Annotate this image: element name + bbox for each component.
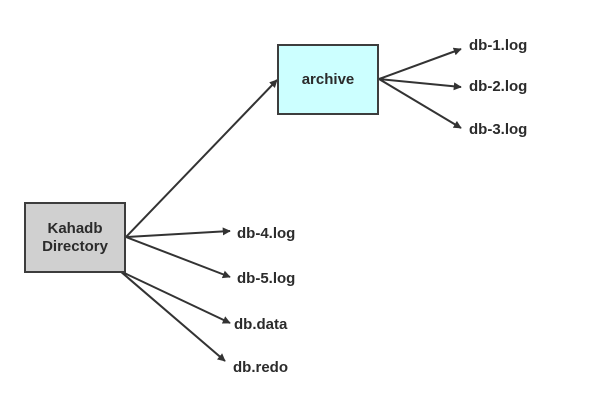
edge-archive-to-db2 — [378, 78, 462, 91]
archive-node: archive — [277, 44, 379, 115]
file-db-data: db.data — [234, 316, 288, 333]
edge-root-to-redo — [119, 270, 226, 362]
kahadb-directory-label-line1: Kahadb — [47, 219, 103, 237]
kahadb-directory-label-line2: Directory — [42, 237, 108, 255]
edge-root-to-archive — [125, 79, 278, 238]
kahadb-directory-label: Kahadb Directory — [42, 220, 108, 256]
file-db-3-log: db-3.log — [469, 121, 528, 138]
archive-label: archive — [301, 70, 355, 88]
edge-root-to-db4 — [125, 227, 231, 238]
edge-archive-to-db1 — [378, 47, 462, 80]
file-db-5-log: db-5.log — [237, 270, 296, 287]
file-db-2-log: db-2.log — [469, 78, 528, 95]
file-db-1-log: db-1.log — [469, 37, 528, 54]
edge-root-to-db5 — [125, 236, 231, 279]
file-db-4-log: db-4.log — [237, 225, 296, 242]
file-db-redo: db.redo — [233, 359, 288, 376]
edge-archive-to-db3 — [378, 78, 462, 129]
edge-root-to-data — [119, 270, 231, 324]
kahadb-directory-node: Kahadb Directory — [24, 202, 126, 273]
